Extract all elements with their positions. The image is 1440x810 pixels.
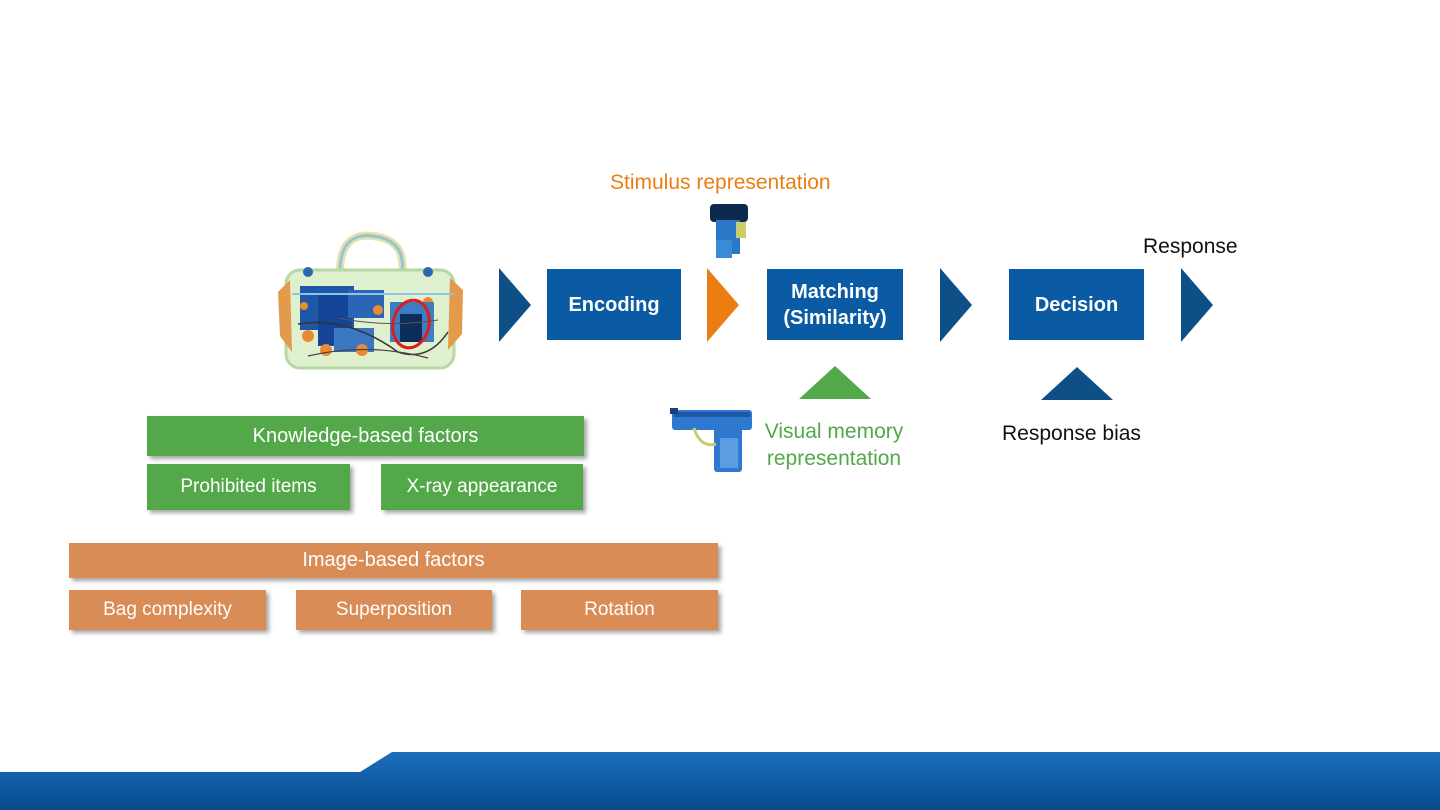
matching-label: Matching <box>791 280 879 303</box>
xray-gun-fragment-image <box>710 204 748 258</box>
footer-band <box>0 752 1440 810</box>
visual-memory-line1: Visual memory <box>764 420 904 443</box>
image-factor-bag-complexity: Bag complexity <box>69 590 266 630</box>
xray-handgun-image <box>670 408 752 472</box>
matching-box: Matching (Similarity) <box>767 269 903 340</box>
xray-bag-image <box>278 231 463 370</box>
rotation-label: Rotation <box>584 599 655 620</box>
decision-label: Decision <box>1034 293 1119 316</box>
knowledge-factor-xray-appearance: X-ray appearance <box>381 464 583 510</box>
knowledge-factor-prohibited-items: Prohibited items <box>147 464 350 510</box>
bag-complexity-label: Bag complexity <box>103 599 232 620</box>
image-factors-title: Image-based factors <box>302 549 485 571</box>
xray-appearance-label: X-ray appearance <box>406 476 558 497</box>
encoding-label: Encoding <box>568 293 660 316</box>
chevron-arrow-stimulus <box>707 268 739 342</box>
prohibited-items-label: Prohibited items <box>180 476 317 497</box>
response-label: Response <box>1143 235 1238 258</box>
chevron-arrow-to-decision <box>940 268 972 342</box>
matching-similarity-label: (Similarity) <box>783 306 887 329</box>
chevron-arrow-to-response <box>1181 268 1213 342</box>
image-factors-header: Image-based factors <box>69 543 718 578</box>
stimulus-representation-label: Stimulus representation <box>610 171 831 194</box>
response-bias-label: Response bias <box>1002 422 1141 445</box>
image-factor-superposition: Superposition <box>296 590 492 630</box>
visual-memory-label: Visual memory representation <box>756 418 912 472</box>
decision-box: Decision <box>1009 269 1144 340</box>
visual-memory-line2: representation <box>766 447 902 470</box>
knowledge-factors-header: Knowledge-based factors <box>147 416 584 456</box>
bias-input-triangle <box>1041 367 1113 400</box>
superposition-label: Superposition <box>335 599 453 620</box>
knowledge-factors-title: Knowledge-based factors <box>252 424 479 447</box>
chevron-arrow-to-encoding <box>499 268 531 342</box>
encoding-box: Encoding <box>547 269 681 340</box>
memory-input-triangle <box>799 366 871 399</box>
image-factor-rotation: Rotation <box>521 590 718 630</box>
